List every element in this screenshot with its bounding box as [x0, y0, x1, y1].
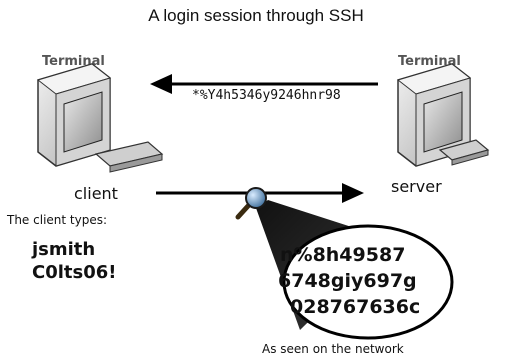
network-line: 028767636c [290, 296, 421, 318]
client-computer-icon [36, 63, 164, 173]
network-line: 6748giy697g [278, 270, 417, 292]
typed-password: C0lts06! [32, 262, 117, 283]
response-ciphertext: *%Y4h5346y9246hnr98 [192, 88, 341, 103]
magnifier-icon [235, 187, 267, 220]
network-view-lens [282, 224, 454, 340]
network-view-text: n%8h49587 6748giy697g 028767636c [278, 226, 452, 338]
client-label: client [74, 184, 118, 203]
diagram-title: A login session through SSH [148, 6, 364, 25]
network-line: n%8h49587 [280, 244, 406, 266]
server-label: server [391, 177, 442, 196]
network-caption: As seen on the network [262, 342, 404, 356]
server-computer-icon [396, 63, 490, 167]
typed-username: jsmith [32, 239, 96, 260]
server-to-client-arrow [150, 74, 378, 94]
client-types-label: The client types: [7, 213, 108, 227]
